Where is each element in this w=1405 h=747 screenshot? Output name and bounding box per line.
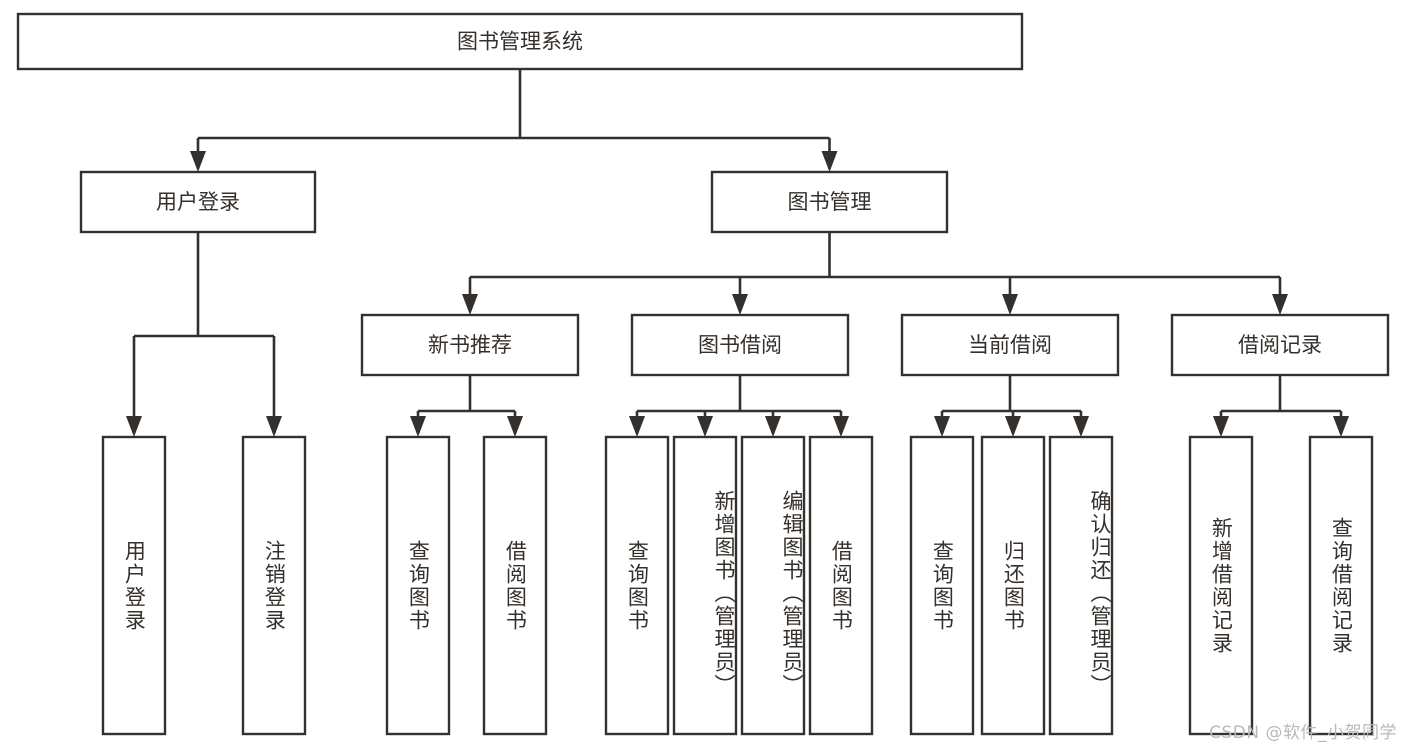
node-box-leaf-borrow-book-new[interactable]	[482, 435, 548, 736]
node-label-root: 图书管理系统	[457, 30, 583, 54]
arrow-head-icon	[629, 416, 645, 437]
node-label-new-book-recommend: 新书推荐	[428, 333, 512, 357]
arrow-head-icon	[697, 416, 713, 437]
arrow-head-icon	[190, 151, 206, 172]
arrow-head-icon	[462, 294, 478, 315]
node-box-book-borrow[interactable]	[630, 313, 850, 377]
node-label-book-borrow: 图书借阅	[698, 333, 782, 357]
node-box-leaf-add-borrow-record[interactable]	[1188, 435, 1254, 736]
node-box-layer	[16, 12, 1390, 736]
node-box-leaf-edit-book-admin[interactable]	[740, 435, 806, 736]
arrow-head-icon	[126, 416, 142, 437]
node-box-new-book-recommend[interactable]	[360, 313, 580, 377]
arrow-head-icon	[1073, 416, 1089, 437]
node-box-leaf-borrow-book[interactable]	[808, 435, 874, 736]
arrow-head-icon	[1272, 294, 1288, 315]
node-box-borrow-record[interactable]	[1170, 313, 1390, 377]
node-box-leaf-add-book-admin[interactable]	[672, 435, 738, 736]
node-label-borrow-record: 借阅记录	[1238, 333, 1322, 357]
node-box-current-borrow[interactable]	[900, 313, 1120, 377]
node-label-user-login: 用户登录	[156, 190, 240, 214]
arrow-head-icon	[1005, 416, 1021, 437]
arrow-head-icon	[934, 416, 950, 437]
arrow-head-icon	[410, 416, 426, 437]
node-box-leaf-user-logout[interactable]	[241, 435, 307, 736]
node-box-leaf-query-book-borrow[interactable]	[604, 435, 670, 736]
node-box-user-login[interactable]	[79, 170, 317, 234]
arrow-head-icon	[833, 416, 849, 437]
node-box-leaf-confirm-return-admin[interactable]	[1048, 435, 1114, 736]
arrow-head-icon	[732, 294, 748, 315]
node-box-book-manage[interactable]	[710, 170, 949, 234]
node-box-leaf-user-login[interactable]	[101, 435, 167, 736]
node-box-root[interactable]	[16, 12, 1024, 71]
node-box-leaf-query-book-current[interactable]	[909, 435, 975, 736]
arrow-head-icon	[507, 416, 523, 437]
node-label-current-borrow: 当前借阅	[968, 333, 1052, 357]
arrow-head-icon	[1002, 294, 1018, 315]
watermark-text: CSDN @软件_小贺同学	[1209, 723, 1397, 743]
node-label-book-manage: 图书管理	[788, 190, 872, 214]
arrow-head-icon	[765, 416, 781, 437]
arrow-head-icon	[266, 416, 282, 437]
node-box-leaf-return-book[interactable]	[980, 435, 1046, 736]
arrow-head-icon	[1213, 416, 1229, 437]
node-box-leaf-query-book-new[interactable]	[385, 435, 451, 736]
connector-layer	[126, 69, 1349, 437]
arrow-head-icon	[821, 151, 838, 172]
arrow-head-icon	[1333, 416, 1349, 437]
node-box-leaf-query-borrow-record[interactable]	[1308, 435, 1374, 736]
